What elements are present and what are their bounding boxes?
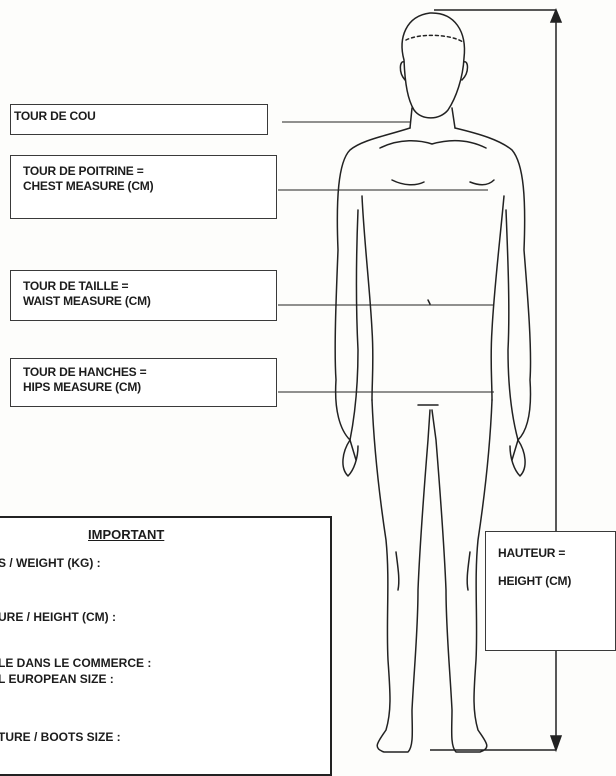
height-field: URE / HEIGHT (CM) : (0, 610, 116, 624)
height-label-line2: HEIGHT (CM) (498, 574, 615, 589)
important-title: IMPORTANT (88, 527, 164, 542)
european-size-field: L EUROPEAN SIZE : (0, 672, 114, 686)
measure-lines (278, 122, 494, 392)
important-info-box: IMPORTANT S / WEIGHT (KG) : URE / HEIGHT… (0, 516, 332, 776)
torso-right (455, 128, 531, 460)
hips-label-line1: TOUR DE HANCHES = (23, 365, 276, 380)
neck-measure-label: TOUR DE COU (10, 104, 268, 135)
hips-measure-label: TOUR DE HANCHES = HIPS MEASURE (CM) (10, 358, 277, 407)
commerce-size-field: LE DANS LE COMMERCE : (0, 656, 151, 670)
waist-measure-label: TOUR DE TAILLE = WAIST MEASURE (CM) (10, 270, 277, 321)
waist-label-line2: WAIST MEASURE (CM) (23, 294, 276, 309)
hips-label-line2: HIPS MEASURE (CM) (23, 380, 276, 395)
boots-size-field: TURE / BOOTS SIZE : (0, 730, 121, 744)
chest-label-line2: CHEST MEASURE (CM) (23, 179, 276, 194)
height-label-line1: HAUTEUR = (498, 546, 615, 561)
chest-label-line1: TOUR DE POITRINE = (23, 164, 276, 179)
right-leg (432, 400, 492, 752)
weight-field: S / WEIGHT (KG) : (0, 556, 101, 570)
left-leg (372, 400, 430, 752)
chest-measure-label: TOUR DE POITRINE = CHEST MEASURE (CM) (10, 155, 277, 219)
height-measure-label: HAUTEUR = HEIGHT (CM) (485, 531, 616, 651)
head-outline (402, 13, 464, 118)
waist-label-line1: TOUR DE TAILLE = (23, 279, 276, 294)
neck-label-text: TOUR DE COU (14, 109, 267, 124)
